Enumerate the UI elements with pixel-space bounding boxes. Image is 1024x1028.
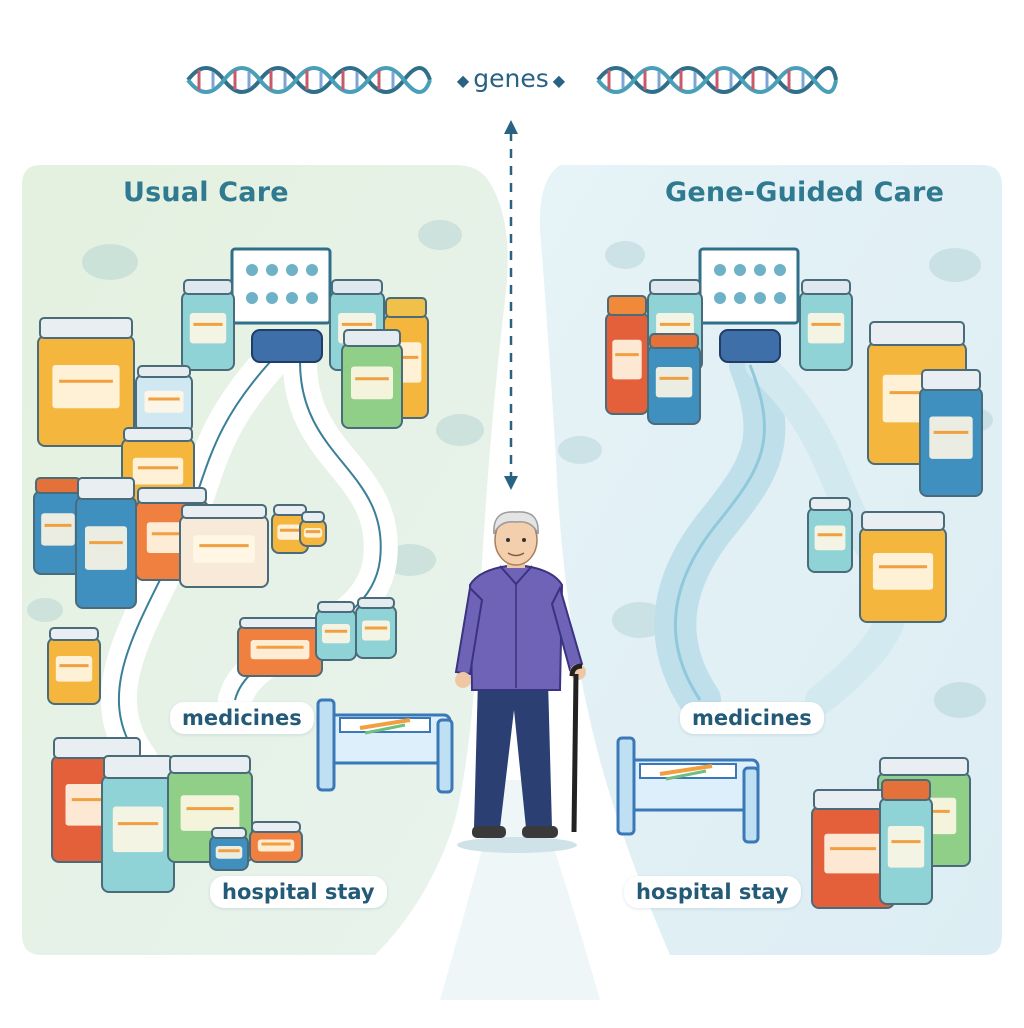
medicine-bottle [271, 504, 309, 554]
usual-care-hospital-stay-label: hospital stay [210, 876, 387, 908]
gene-test-monitor-left-icon [230, 247, 332, 363]
medicine-bottle [647, 333, 701, 425]
medicine-bottle [237, 617, 323, 677]
medicine-bottle [181, 279, 235, 371]
medicine-bottle [859, 511, 947, 623]
usual-care-title: Usual Care [123, 177, 289, 208]
dna-strand-left-icon [186, 66, 432, 94]
medicine-bottle [101, 755, 175, 893]
gene-guided-medicines-label: medicines [680, 702, 824, 734]
medicine-bottle [209, 827, 249, 871]
medicine-bottle [341, 329, 403, 429]
medicine-bottle [315, 601, 357, 661]
bullet-dot-icon: ◆ [552, 70, 566, 90]
medicine-bottle [75, 477, 137, 609]
gene-guided-hospital-stay-label: hospital stay [624, 876, 801, 908]
medicine-bottle [135, 365, 193, 433]
genes-label-text: genes [473, 64, 549, 93]
usual-care-medicines-label: medicines [170, 702, 314, 734]
medicine-bottle [47, 627, 101, 705]
medicine-bottle [179, 504, 269, 588]
genes-label: ◆genes◆ [446, 64, 576, 93]
gene-guided-care-title: Gene-Guided Care [665, 177, 945, 208]
center-path [440, 780, 600, 1000]
gene-test-monitor-right-icon [698, 247, 800, 363]
hospital-bed-right-icon [616, 736, 760, 844]
medicine-bottle [355, 597, 397, 659]
medicine-bottle [879, 779, 933, 905]
medicine-bottle [37, 317, 135, 447]
medicine-bottles [33, 279, 983, 909]
elderly-patient-figure [454, 511, 586, 853]
medicine-bottle [33, 477, 83, 575]
bullet-dot-icon: ◆ [456, 70, 470, 90]
medicine-bottle [807, 497, 853, 573]
hospital-bed-left-icon [316, 698, 454, 794]
genes-link-arrow [504, 120, 518, 490]
medicine-bottle [799, 279, 853, 371]
medicine-bottle [299, 511, 327, 547]
medicine-bottle [605, 295, 649, 415]
dna-strand-right-icon [596, 66, 838, 94]
medicine-bottle [919, 369, 983, 497]
medicine-bottle [249, 821, 303, 863]
